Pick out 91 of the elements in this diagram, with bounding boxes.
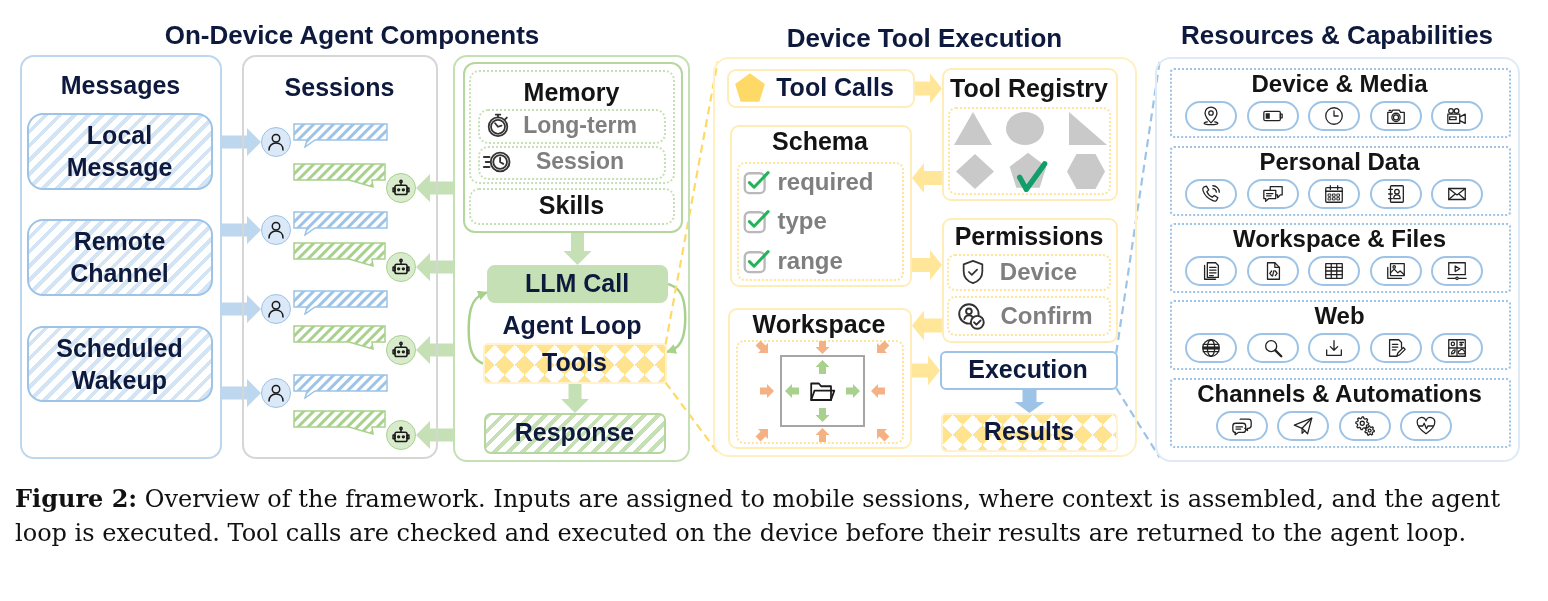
dashed-zoom-line xyxy=(1115,387,1161,458)
panel-title: Sessions xyxy=(284,73,395,102)
loop-arrow xyxy=(467,290,488,365)
robot-icon xyxy=(385,334,416,365)
user-icon xyxy=(260,293,291,324)
block-arrow xyxy=(563,233,592,265)
category-title: Web xyxy=(1314,302,1365,330)
source-label: Scheduled Wakeup xyxy=(56,332,183,396)
rounded-card xyxy=(726,68,915,108)
container-panel xyxy=(20,55,222,459)
dotted-frame xyxy=(477,145,666,180)
step-label: LLM Call xyxy=(524,269,630,298)
rounded-card xyxy=(941,217,1118,343)
item-label: Device xyxy=(999,258,1078,286)
block-arrow xyxy=(416,336,453,364)
section-heading: On-Device Agent Components xyxy=(164,20,540,50)
item-label: Session xyxy=(535,149,625,175)
filled-card xyxy=(486,264,668,303)
hatched-card xyxy=(26,112,213,190)
container-panel xyxy=(242,55,438,459)
dotted-frame xyxy=(1169,222,1511,293)
dotted-frame xyxy=(948,107,1111,195)
block-arrow xyxy=(912,310,942,341)
robot-icon xyxy=(385,419,416,450)
hatched-card xyxy=(483,412,666,454)
loop-arrow xyxy=(666,282,687,354)
figure-caption: Figure 2: Overview of the framework. Inputs are assigned to mobile sessions, where context is assembled, and the agent loop is executed. Tool calls are checked and executed on the device before their results are returned to the agent loop. xyxy=(15,483,1502,549)
block-arrow xyxy=(416,421,453,449)
block-arrow xyxy=(222,295,261,323)
category-title: Device & Media xyxy=(1251,70,1428,98)
step-label: Tool Calls xyxy=(776,73,894,102)
category-title: Personal Data xyxy=(1259,148,1420,176)
robot-icon xyxy=(385,172,416,203)
category-title: Channels & Automations xyxy=(1197,380,1482,408)
check-item-label: required xyxy=(777,168,874,195)
step-label: Results xyxy=(983,418,1075,446)
panel-title: Messages xyxy=(60,71,181,100)
block-arrow xyxy=(222,216,261,244)
block-arrow xyxy=(912,355,940,386)
check-item-label: type xyxy=(777,207,827,234)
block-arrow xyxy=(222,379,261,407)
block-arrow xyxy=(912,163,942,193)
category-title: Workspace & Files xyxy=(1233,225,1446,253)
block-arrow xyxy=(912,250,942,280)
block-arrow xyxy=(416,253,453,281)
robot-icon xyxy=(385,251,416,282)
rounded-frame xyxy=(462,61,683,233)
dotted-frame xyxy=(947,296,1111,336)
dotted-frame xyxy=(477,108,666,144)
group-title: Memory xyxy=(523,78,620,107)
step-label: Execution xyxy=(968,355,1088,384)
item-label: Long-term xyxy=(523,112,637,139)
loop-label: Agent Loop xyxy=(502,312,642,340)
step-label: Tools xyxy=(542,349,607,377)
source-label: Local Message xyxy=(66,120,173,183)
dotted-frame xyxy=(469,70,675,184)
source-label: Remote Channel xyxy=(70,226,169,289)
block-arrow xyxy=(561,384,589,413)
block-arrow xyxy=(1014,390,1045,413)
dotted-frame xyxy=(1169,377,1511,448)
group-title: Tool Registry xyxy=(950,75,1108,103)
dotted-frame xyxy=(737,162,904,281)
section-heading: Device Tool Execution xyxy=(786,23,1063,52)
container-panel xyxy=(453,55,690,462)
user-icon xyxy=(260,126,291,157)
group-title: Permissions xyxy=(954,223,1104,251)
block-arrow xyxy=(915,73,942,104)
dotted-frame xyxy=(1169,145,1511,216)
user-icon xyxy=(260,214,291,245)
block-arrow xyxy=(416,174,453,202)
group-title: Workspace xyxy=(752,311,886,339)
check-item-label: range xyxy=(777,247,843,274)
rounded-card xyxy=(729,124,912,287)
group-title: Schema xyxy=(772,128,868,156)
hatched-card xyxy=(26,218,213,296)
diamond-pattern-card xyxy=(482,342,667,384)
dotted-frame xyxy=(1169,299,1511,370)
dotted-frame xyxy=(469,188,675,225)
user-icon xyxy=(260,377,291,408)
step-label: Response xyxy=(514,419,635,447)
block-arrow xyxy=(222,128,261,156)
diamond-pattern-card xyxy=(940,412,1118,452)
hatched-card xyxy=(26,325,213,402)
rounded-card xyxy=(939,350,1118,390)
group-title: Skills xyxy=(538,192,605,220)
rounded-card xyxy=(941,67,1118,201)
dotted-frame xyxy=(947,254,1111,291)
section-heading: Resources & Capabilities xyxy=(1180,20,1494,49)
item-label: Confirm xyxy=(1000,302,1093,329)
dotted-frame xyxy=(1169,67,1511,138)
rounded-card xyxy=(727,307,912,449)
